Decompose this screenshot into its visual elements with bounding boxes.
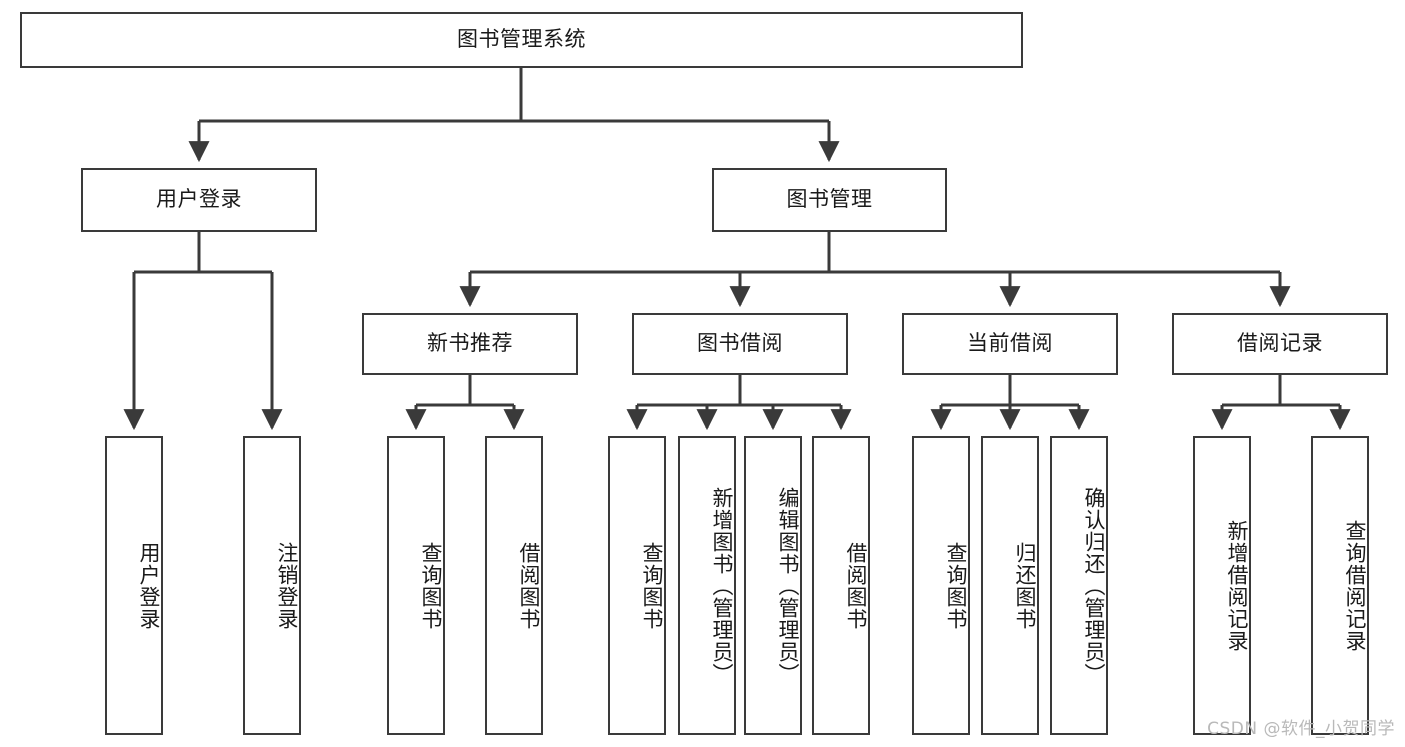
node-leaf-borrow-book-2[interactable]: 借阅图书 bbox=[812, 436, 870, 735]
node-borrow-record[interactable]: 借阅记录 bbox=[1172, 313, 1388, 375]
node-leaf-add-record[interactable]: 新增借阅记录 bbox=[1193, 436, 1251, 735]
node-book-borrow-label: 图书借阅 bbox=[697, 331, 783, 356]
node-root-label: 图书管理系统 bbox=[457, 27, 586, 52]
node-leaf-edit-book[interactable]: 编辑图书（管理员） bbox=[744, 436, 802, 735]
node-leaf-edit-book-label: 编辑图书（管理员） bbox=[776, 486, 800, 685]
node-leaf-add-record-label: 新增借阅记录 bbox=[1225, 519, 1249, 652]
node-leaf-user-login-label: 用户登录 bbox=[137, 541, 161, 630]
node-leaf-query-book-1-label: 查询图书 bbox=[419, 541, 443, 630]
node-borrow-record-label: 借阅记录 bbox=[1237, 331, 1323, 356]
node-book-manage[interactable]: 图书管理 bbox=[712, 168, 947, 232]
node-leaf-return-book-label: 归还图书 bbox=[1013, 541, 1037, 630]
node-leaf-query-book-3[interactable]: 查询图书 bbox=[912, 436, 970, 735]
node-leaf-logout-login[interactable]: 注销登录 bbox=[243, 436, 301, 735]
node-leaf-query-book-3-label: 查询图书 bbox=[944, 541, 968, 630]
node-leaf-borrow-book-1[interactable]: 借阅图书 bbox=[485, 436, 543, 735]
node-leaf-confirm-return[interactable]: 确认归还（管理员） bbox=[1050, 436, 1108, 735]
node-book-borrow[interactable]: 图书借阅 bbox=[632, 313, 848, 375]
node-current-borrow[interactable]: 当前借阅 bbox=[902, 313, 1118, 375]
node-leaf-query-book-2-label: 查询图书 bbox=[640, 541, 664, 630]
node-new-book-rec[interactable]: 新书推荐 bbox=[362, 313, 578, 375]
node-leaf-query-book-1[interactable]: 查询图书 bbox=[387, 436, 445, 735]
node-leaf-query-record-label: 查询借阅记录 bbox=[1343, 519, 1367, 652]
node-leaf-query-book-2[interactable]: 查询图书 bbox=[608, 436, 666, 735]
node-user-login[interactable]: 用户登录 bbox=[81, 168, 317, 232]
node-leaf-add-book-label: 新增图书（管理员） bbox=[710, 486, 734, 685]
node-current-borrow-label: 当前借阅 bbox=[967, 331, 1053, 356]
node-root[interactable]: 图书管理系统 bbox=[20, 12, 1023, 68]
node-leaf-add-book[interactable]: 新增图书（管理员） bbox=[678, 436, 736, 735]
node-leaf-logout-login-label: 注销登录 bbox=[275, 541, 299, 630]
node-leaf-return-book[interactable]: 归还图书 bbox=[981, 436, 1039, 735]
node-leaf-confirm-return-label: 确认归还（管理员） bbox=[1082, 486, 1106, 685]
node-leaf-borrow-book-1-label: 借阅图书 bbox=[517, 541, 541, 630]
node-book-manage-label: 图书管理 bbox=[786, 187, 873, 212]
node-leaf-user-login[interactable]: 用户登录 bbox=[105, 436, 163, 735]
node-leaf-query-record[interactable]: 查询借阅记录 bbox=[1311, 436, 1369, 735]
node-user-login-label: 用户登录 bbox=[156, 187, 242, 212]
node-new-book-rec-label: 新书推荐 bbox=[427, 331, 513, 356]
node-leaf-borrow-book-2-label: 借阅图书 bbox=[844, 541, 868, 630]
